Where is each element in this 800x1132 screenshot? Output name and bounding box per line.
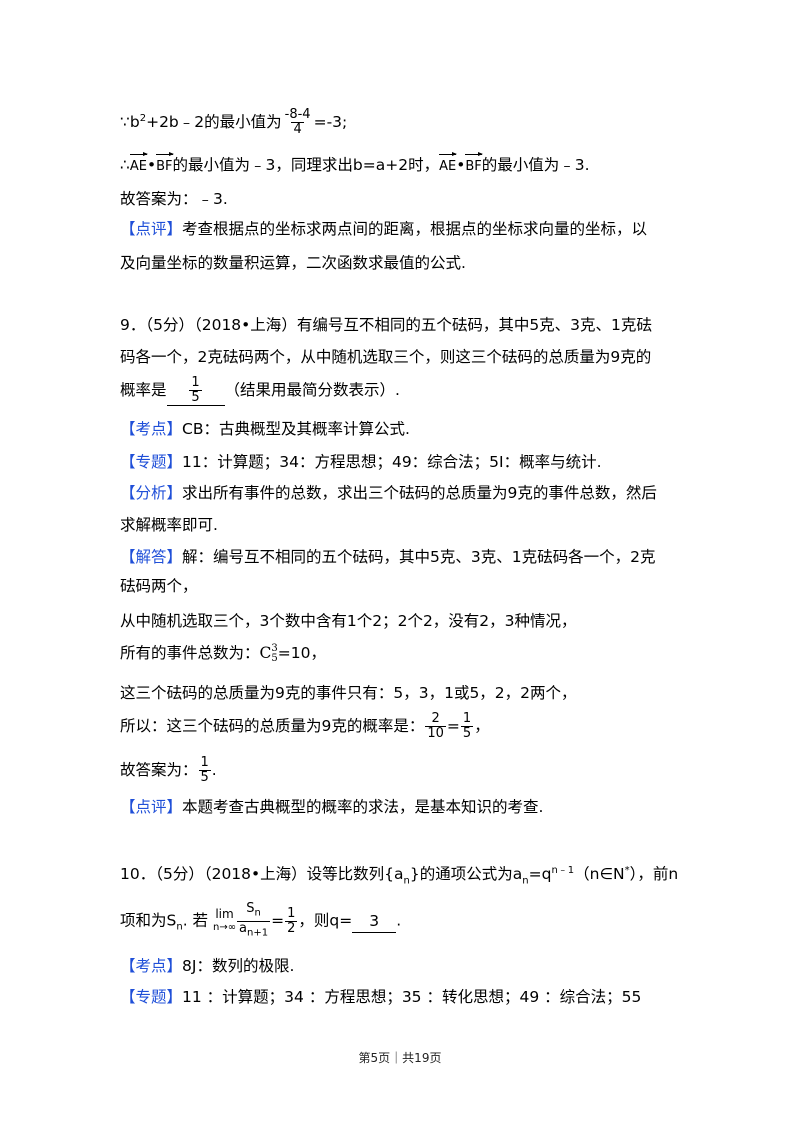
q9-fenxi: 【分析】求出所有事件的总数，求出三个砝码的总质量为9克的事件总数，然后 — [120, 484, 657, 502]
q9-fenxi-2: 求解概率即可. — [120, 516, 218, 534]
q9-dianping: 【点评】本题考查古典概型的概率的求法，是基本知识的考查. — [120, 798, 544, 816]
q9-jieda-5: 这三个砝码的总质量为9克的事件只有：5，3，1或5，2，2两个， — [120, 684, 577, 702]
comment-line-2: 及向量坐标的数量积运算，二次函数求最值的公式. — [120, 254, 466, 272]
q10-stem-1: 10．（5分）（2018•上海）设等比数列{an}的通项公式为an=qn﹣1（n… — [120, 865, 679, 887]
vector-bf: BF — [156, 152, 174, 178]
q9-jieda-2: 砝码两个， — [120, 577, 198, 595]
comment-tag: 【点评】 — [120, 220, 183, 238]
q9-jieda: 【解答】解：编号互不相同的五个砝码，其中5克、3克、1克砝码各一个，2克 — [120, 548, 656, 566]
q9-zhuanti: 【专题】11：计算题；34：方程思想；49：综合法；5I：概率与统计. — [120, 453, 602, 471]
q9-stem-2: 码各一个，2克砝码两个，从中随机选取三个，则这三个砝码的总质量为9克的 — [120, 348, 652, 366]
q9-kaodian: 【考点】CB：古典概型及其概率计算公式. — [120, 420, 410, 438]
answer-line: 故答案为：﹣3. — [120, 190, 228, 208]
vector-ae: AE — [129, 152, 149, 178]
q10-zhuanti: 【专题】11 ：计算题；34 ：方程思想；35 ：转化思想；49 ：综合法；55 — [120, 988, 642, 1006]
q10-kaodian: 【考点】8J：数列的极限. — [120, 957, 295, 975]
q9-stem-1: 9．（5分）（2018•上海）有编号互不相同的五个砝码，其中5克、3克、1克砝 — [120, 316, 652, 334]
vector-min-line: ∴AE•BF的最小值为﹣3，同理求出b=a+2时，AE•BF的最小值为﹣3. — [120, 152, 590, 178]
q9-jieda-3: 从中随机选取三个，3个数中含有1个2；2个2，没有2，3种情况， — [120, 612, 577, 630]
vector-bf: BF — [465, 152, 484, 178]
comment-line: 【点评】考查根据点的坐标求两点间的距离，根据点的坐标求向量的坐标，以 — [120, 220, 648, 238]
vector-ae: AE — [439, 152, 458, 178]
answer-blank: 3 — [352, 910, 397, 933]
page-footer: 第5页｜共19页 — [358, 1051, 442, 1065]
